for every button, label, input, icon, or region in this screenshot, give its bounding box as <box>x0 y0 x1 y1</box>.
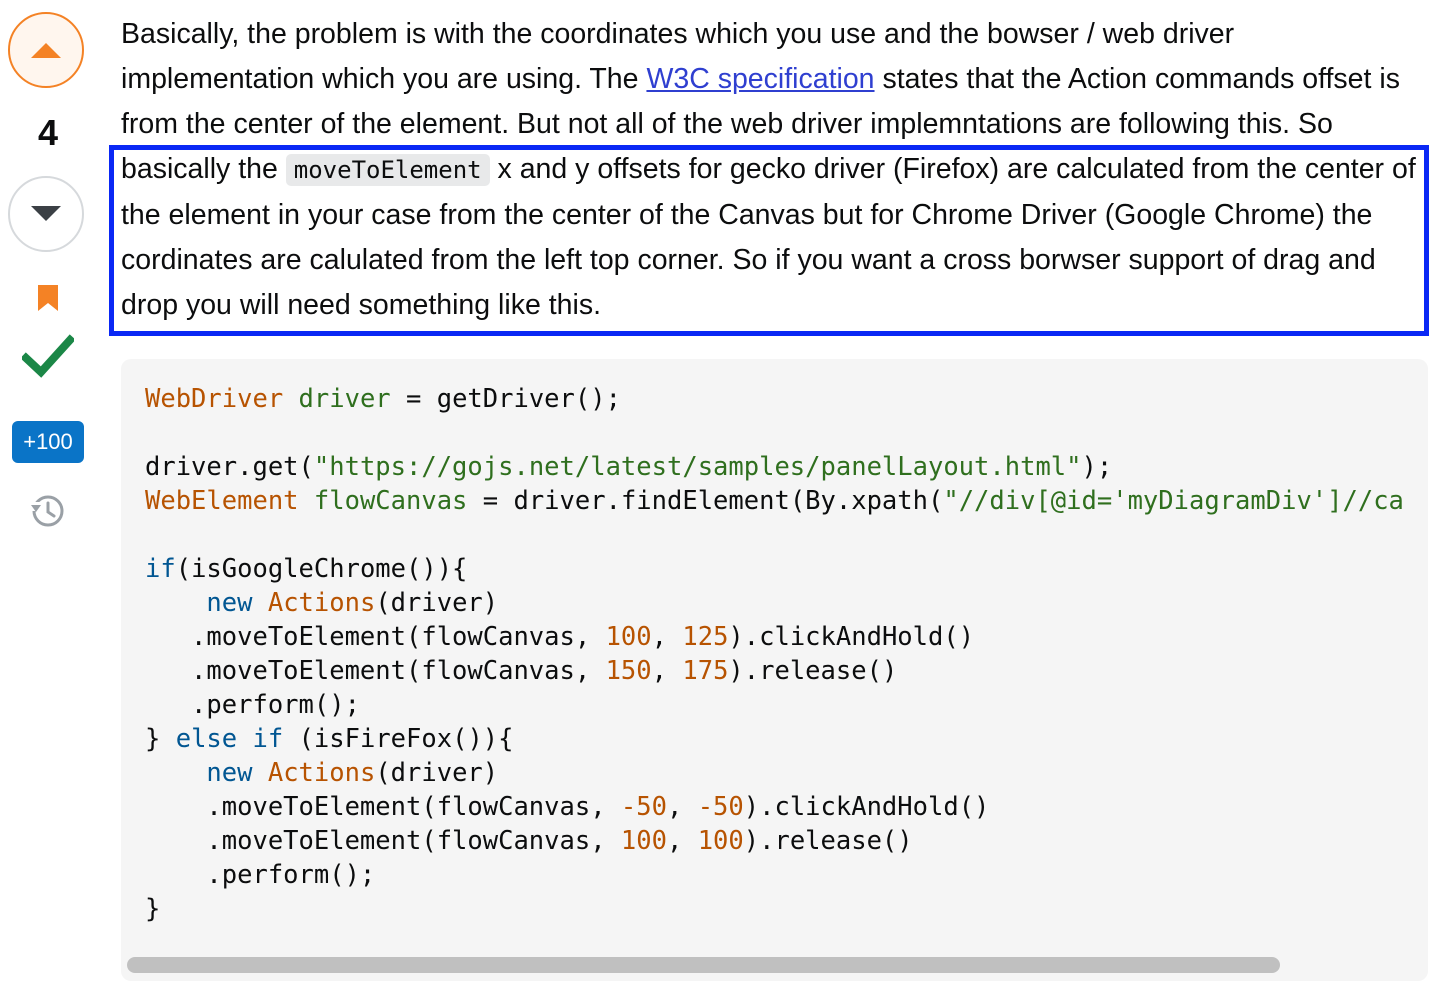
code-token: (isFireFox()){ <box>283 724 514 754</box>
code-token: ).release() <box>728 656 898 686</box>
code-token: .perform(); <box>145 860 376 890</box>
code-token: 100 <box>605 622 652 652</box>
code-token: = getDriver(); <box>390 384 621 414</box>
code-token: , <box>651 622 683 652</box>
code-token: if <box>145 554 176 584</box>
code-token: .moveToElement(flowCanvas, <box>145 826 621 856</box>
code-token: } <box>145 894 161 924</box>
bounty-badge[interactable]: +100 <box>12 421 84 463</box>
code-token: (driver) <box>375 588 499 618</box>
code-token: 100 <box>697 826 744 856</box>
code-line: .perform(); <box>145 860 375 890</box>
code-token: .moveToElement(flowCanvas, <box>145 792 621 822</box>
code-token: } <box>145 724 176 754</box>
code-line: new Actions(driver) <box>145 588 498 618</box>
code-token <box>145 588 206 618</box>
horizontal-scrollbar[interactable] <box>127 957 1422 973</box>
code-token: 175 <box>682 656 729 686</box>
code-token: driver <box>298 384 391 414</box>
code-token: Actions <box>267 758 376 788</box>
code-token <box>283 384 298 414</box>
code-token: ).release() <box>743 826 913 856</box>
code-token: .perform(); <box>145 690 360 720</box>
code-token: , <box>651 656 683 686</box>
code-token: -50 <box>697 792 744 822</box>
code-token <box>252 588 267 618</box>
code-line: } else if (isFireFox()){ <box>145 724 514 754</box>
code-line: WebElement flowCanvas = driver.findEleme… <box>145 486 1404 516</box>
inline-code: moveToElement <box>285 154 490 186</box>
code-token: "//div[@id='myDiagramDiv']//ca <box>943 486 1404 516</box>
code-line: } <box>145 894 160 924</box>
code-token: (isGoogleChrome()){ <box>175 554 468 584</box>
paragraph-text: Basically, the problem is with the coord… <box>121 18 1235 95</box>
code-token <box>252 758 267 788</box>
vote-sidebar: 4 +100 <box>0 0 100 560</box>
answer-body: Basically, the problem is with the coord… <box>121 12 1421 328</box>
code-token: ).clickAndHold() <box>743 792 990 822</box>
code-line: .moveToElement(flowCanvas, 100, 100).rel… <box>145 826 913 856</box>
code-token: WebElement <box>145 486 299 516</box>
code-token: new <box>206 588 253 618</box>
code-token <box>237 724 252 754</box>
code-token: 125 <box>682 622 729 652</box>
code-token: -50 <box>620 792 667 822</box>
code-line: .perform(); <box>145 690 360 720</box>
checkmark-icon <box>22 334 74 378</box>
code-token: else <box>175 724 238 754</box>
code-token: (driver) <box>375 758 499 788</box>
code-token: "https://gojs.net/latest/samples/panelLa… <box>313 452 1082 482</box>
history-icon[interactable] <box>28 492 66 530</box>
code-token: 100 <box>620 826 667 856</box>
code-token: WebDriver <box>145 384 284 414</box>
code-line: WebDriver driver = getDriver(); <box>145 384 621 414</box>
code-token: , <box>666 792 698 822</box>
code-line: new Actions(driver) <box>145 758 498 788</box>
downvote-button[interactable] <box>8 176 84 252</box>
w3c-specification-link[interactable]: W3C specification <box>646 63 875 95</box>
code-token: Actions <box>267 588 376 618</box>
bookmark-icon[interactable] <box>36 283 60 313</box>
answer-paragraph: Basically, the problem is with the coord… <box>121 12 1421 328</box>
arrow-down-icon <box>31 206 61 221</box>
code-token: .moveToElement(flowCanvas, <box>145 656 606 686</box>
code-line: .moveToElement(flowCanvas, -50, -50).cli… <box>145 792 989 822</box>
code-line: driver.get("https://gojs.net/latest/samp… <box>145 452 1112 482</box>
code-content: WebDriver driver = getDriver(); driver.g… <box>145 382 1404 926</box>
code-line: .moveToElement(flowCanvas, 100, 125).cli… <box>145 622 974 652</box>
code-line: .moveToElement(flowCanvas, 150, 175).rel… <box>145 656 897 686</box>
code-token: if <box>252 724 284 754</box>
code-token: driver.get( <box>145 452 314 482</box>
code-token <box>145 758 206 788</box>
code-token: , <box>666 826 698 856</box>
code-token: 150 <box>605 656 652 686</box>
code-token <box>299 486 314 516</box>
code-token: flowCanvas <box>313 486 468 516</box>
paragraph-text: states that the Action commands offset i… <box>121 63 1400 185</box>
scrollbar-thumb[interactable] <box>127 957 1280 973</box>
code-token: ).clickAndHold() <box>728 622 975 652</box>
code-line: if(isGoogleChrome()){ <box>145 554 467 584</box>
code-token: ); <box>1081 452 1113 482</box>
code-token: .moveToElement(flowCanvas, <box>145 622 606 652</box>
vote-count: 4 <box>37 112 59 153</box>
arrow-up-icon <box>31 43 61 58</box>
code-token: = driver.findElement(By.xpath( <box>467 486 944 516</box>
upvote-button[interactable] <box>8 12 84 88</box>
code-block[interactable]: WebDriver driver = getDriver(); driver.g… <box>121 359 1428 981</box>
code-token: new <box>206 758 253 788</box>
paragraph-text: x and y offsets for gecko driver (Firefo… <box>121 153 1416 321</box>
